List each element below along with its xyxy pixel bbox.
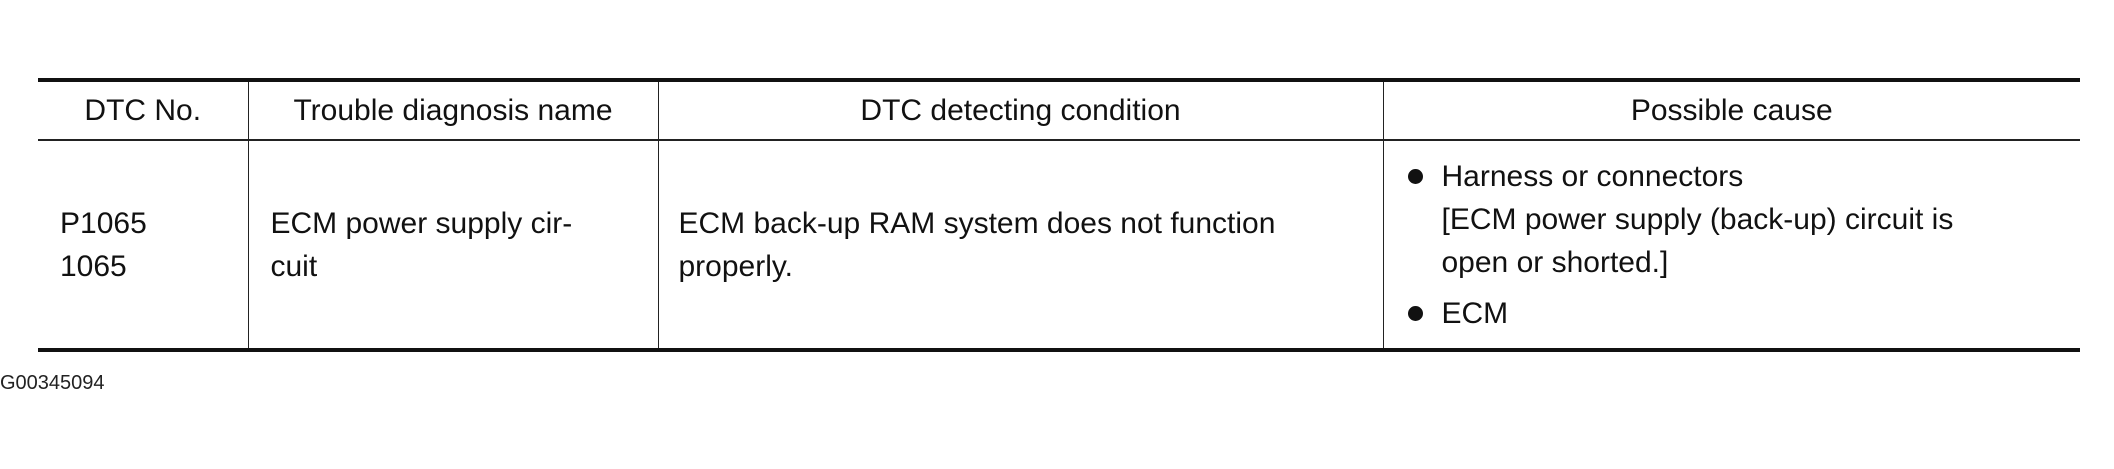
dtc-code-short: 1065 [60,249,127,283]
list-item: Harness or connectors [ECM power supply … [1406,155,2081,284]
condition-line1: ECM back-up RAM system does not function [678,206,1276,240]
cause-detail-line1: [ECM power supply (back-up) circuit is [1441,202,1954,236]
bullet-icon [1407,168,1423,184]
cell-dtc-no: P1065 1065 [38,140,248,350]
figure-id: G00345094 [0,372,105,394]
header-possible-cause: Possible cause [1382,80,2080,140]
dtc-table: DTC No. Trouble diagnosis name DTC detec… [38,78,2080,352]
bullet-icon [1407,305,1423,321]
dtc-code: P1065 [60,206,147,240]
header-trouble-diagnosis-name: Trouble diagnosis name [247,80,658,140]
table-header-row: DTC No. Trouble diagnosis name DTC detec… [38,80,2080,140]
condition-line2: properly. [678,249,794,283]
cause-detail-line2: open or shorted.] [1441,245,1669,279]
diagnosis-name-line2: cuit [270,249,318,283]
cell-trouble-diagnosis-name: ECM power supply cir- cuit [247,140,658,350]
header-dtc-no: DTC No. [84,93,202,127]
cell-detecting-condition: ECM back-up RAM system does not function… [657,140,1383,350]
diagnosis-name-line1: ECM power supply cir- [270,206,573,240]
header-dtc-detecting-condition: DTC detecting condition [657,80,1383,140]
cell-possible-cause: Harness or connectors [ECM power supply … [1382,140,2081,350]
list-item: ECM [1406,292,2081,335]
table-row: P1065 1065 ECM power supply cir- cuit EC… [38,140,2080,350]
cause-label: ECM [1441,296,1509,330]
cause-label: Harness or connectors [1441,159,1744,193]
